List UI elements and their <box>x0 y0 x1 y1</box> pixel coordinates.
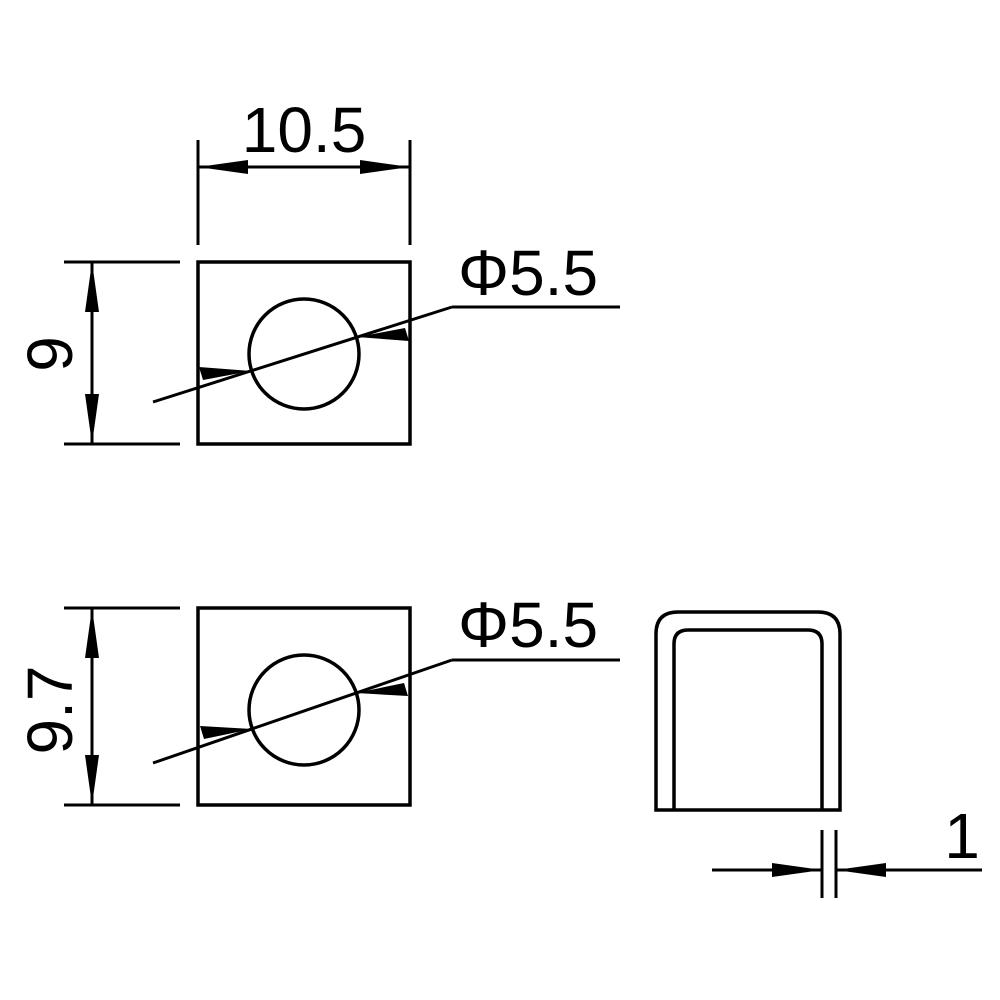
side-view: 1 <box>654 610 982 898</box>
bottom-height-label: 9.7 <box>14 666 86 755</box>
arrowhead-right <box>357 328 409 341</box>
side-view-inner-profile <box>672 628 824 810</box>
arrowhead-top <box>85 608 99 658</box>
top-hole-leader: Φ5.5 <box>152 237 620 404</box>
side-thickness-dimension: 1 <box>712 800 982 898</box>
top-height-label: 9 <box>14 336 86 372</box>
arrowhead-right <box>360 160 410 174</box>
arrowhead-left <box>200 726 252 739</box>
arrowhead-right <box>356 683 408 696</box>
leader-line <box>152 305 453 404</box>
top-view-hole <box>247 297 361 411</box>
arrowhead-right <box>836 863 886 877</box>
arrowhead-left <box>198 160 248 174</box>
side-view-outer-profile <box>654 610 842 812</box>
top-view-outline <box>196 260 412 446</box>
bottom-height-dimension: 9.7 <box>14 606 180 807</box>
bottom-hole-label: Φ5.5 <box>458 589 598 661</box>
arrowhead-left <box>772 863 822 877</box>
bottom-view-outline <box>196 606 412 807</box>
top-width-dimension: 10.5 <box>196 94 412 245</box>
bottom-hole-leader: Φ5.5 <box>152 589 620 765</box>
arrowhead-left <box>199 367 251 380</box>
arrowhead-top <box>85 262 99 312</box>
arrowhead-bottom <box>85 394 99 444</box>
arrowhead-bottom <box>85 755 99 805</box>
bottom-view: 9.7 Φ5.5 <box>14 589 620 807</box>
top-view: 10.5 9 Φ5.5 <box>14 94 620 446</box>
leader-line <box>152 658 453 765</box>
side-thickness-label: 1 <box>944 800 980 872</box>
top-height-dimension: 9 <box>14 260 180 446</box>
top-width-label: 10.5 <box>242 94 367 166</box>
top-hole-label: Φ5.5 <box>458 237 598 309</box>
bottom-view-hole <box>247 653 361 767</box>
